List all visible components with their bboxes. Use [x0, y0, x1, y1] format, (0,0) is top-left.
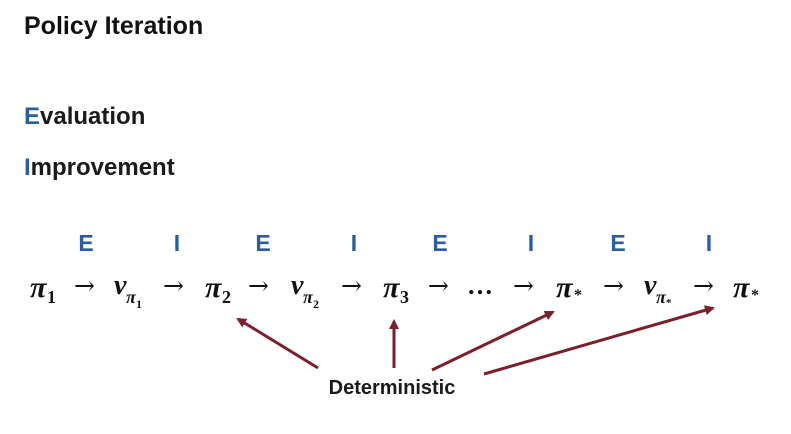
step-letters: E I E I E I E I [78, 230, 712, 256]
policy-pi-3: π 3 [383, 271, 409, 307]
step-letter-improvement: I [706, 230, 712, 256]
sequence-arrow: → [428, 271, 449, 300]
step-letter-evaluation: E [78, 230, 93, 256]
slide-title: Policy Iteration [24, 12, 204, 40]
sequence-arrow: → [248, 271, 269, 300]
term-evaluation: Evaluation [24, 103, 145, 131]
pointer-to-pi-2 [236, 317, 319, 370]
value-v-pi-1: v π 1 [114, 270, 142, 311]
policy-pi-star-final: π * [733, 271, 759, 304]
pi-subscript: 1 [47, 287, 56, 307]
pi-symbol: π [30, 271, 47, 304]
term-evaluation-rest: valuation [40, 103, 146, 130]
v-symbol: v [114, 270, 127, 301]
sequence-ellipsis: … [467, 271, 493, 300]
sequence-arrow: → [513, 271, 534, 300]
step-letter-improvement: I [528, 230, 534, 256]
v-subscript-pi: π [126, 287, 137, 307]
v-subscript-pi: π [656, 287, 667, 307]
sequence-arrow: → [163, 271, 184, 300]
step-letter-evaluation: E [255, 230, 270, 256]
sequence-arrow: → [603, 271, 624, 300]
value-v-pi-2: v π 2 [291, 270, 319, 311]
v-subscript-star: * [666, 297, 672, 309]
sequence-arrow: → [74, 271, 95, 300]
term-improvement: Improvement [24, 154, 175, 182]
pi-symbol: π [733, 271, 750, 304]
pi-star-subscript: * [751, 287, 759, 304]
v-symbol: v [644, 270, 657, 301]
policy-pi-star: π * [556, 271, 582, 304]
pi-symbol: π [556, 271, 573, 304]
pi-subscript: 2 [222, 287, 231, 307]
v-symbol: v [291, 270, 304, 301]
pointer-to-pi-star-final [483, 305, 715, 376]
sequence-arrow: → [693, 271, 714, 300]
policy-sequence: π 1 → v π 1 → π 2 → v π 2 → [30, 270, 759, 311]
step-letter-improvement: I [351, 230, 357, 256]
term-evaluation-initial: E [24, 103, 41, 130]
deterministic-pointers [236, 305, 715, 376]
pi-symbol: π [383, 271, 400, 304]
pointer-to-pi-star [431, 310, 555, 372]
term-improvement-rest: mprovement [30, 154, 175, 181]
policy-pi-1: π 1 [30, 271, 56, 307]
step-letter-evaluation: E [432, 230, 447, 256]
v-subscript-pi: π [303, 287, 314, 307]
value-v-pi-star: v π * [644, 270, 672, 309]
step-letter-improvement: I [174, 230, 180, 256]
pi-star-subscript: * [574, 287, 582, 304]
policy-pi-2: π 2 [205, 271, 231, 307]
pi-symbol: π [205, 271, 222, 304]
term-improvement-initial: I [24, 154, 31, 181]
v-subscript-index: 2 [313, 297, 319, 311]
pi-subscript: 3 [400, 287, 409, 307]
v-subscript-index: 1 [136, 297, 142, 311]
deterministic-label: Deterministic [329, 377, 456, 399]
sequence-arrow: → [341, 271, 362, 300]
step-letter-evaluation: E [610, 230, 625, 256]
